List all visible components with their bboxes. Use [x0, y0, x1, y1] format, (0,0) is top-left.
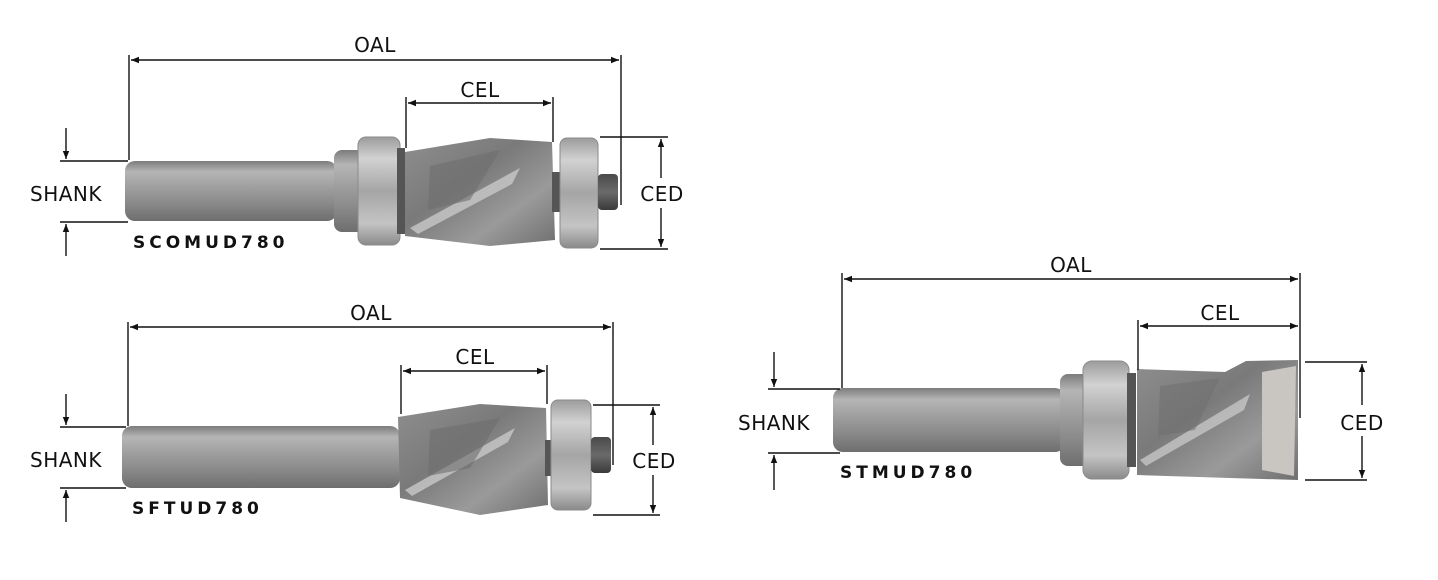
shank-label: SHANK: [30, 448, 102, 472]
upper-bearing: [1082, 360, 1130, 480]
ced-label: CED: [640, 182, 684, 206]
part-number-label: STMUD780: [840, 463, 976, 483]
flute-shadow: [428, 150, 500, 210]
collar: [334, 150, 364, 232]
bit-sftud780-tool-image: [122, 399, 611, 515]
ced-label: CED: [1340, 411, 1384, 435]
part-number-label: SFTUD780: [132, 499, 263, 519]
bit-scomud780-tool-image: [125, 136, 618, 249]
oal-label: OAL: [354, 33, 396, 57]
shank: [125, 161, 337, 221]
shank: [122, 426, 400, 488]
lower-bearing: [559, 137, 599, 249]
part-number-label: SCOMUD780: [133, 233, 289, 253]
bearing-seal: [1127, 373, 1136, 467]
flute-shadow: [1158, 378, 1220, 436]
cel-label: CEL: [460, 78, 500, 102]
flute-shadow: [428, 418, 500, 476]
shank: [833, 388, 1065, 452]
bit-stmud780-tool-image: [833, 360, 1298, 480]
oal-label: OAL: [350, 301, 392, 325]
lower-bearing: [550, 399, 592, 511]
oal-label: OAL: [1050, 253, 1092, 277]
cel-label: CEL: [455, 345, 495, 369]
arbor: [545, 440, 555, 476]
upper-bearing: [357, 136, 401, 246]
cel-label: CEL: [1200, 301, 1240, 325]
shank-label: SHANK: [738, 411, 810, 435]
shank-label: SHANK: [30, 182, 102, 206]
bearing-seal: [397, 148, 405, 234]
bit-sftud780: OAL CEL CED SHANK SFTUD780: [30, 301, 676, 522]
bit-stmud780: OAL CEL CED SHANK STMUD780: [738, 253, 1384, 490]
bearing-screw: [591, 437, 611, 473]
bit-scomud780: OAL CEL CED SHANK SCOMUD780: [30, 33, 684, 256]
cutter-end-face: [1262, 366, 1296, 476]
ced-label: CED: [632, 449, 676, 473]
bearing-screw: [598, 174, 618, 210]
